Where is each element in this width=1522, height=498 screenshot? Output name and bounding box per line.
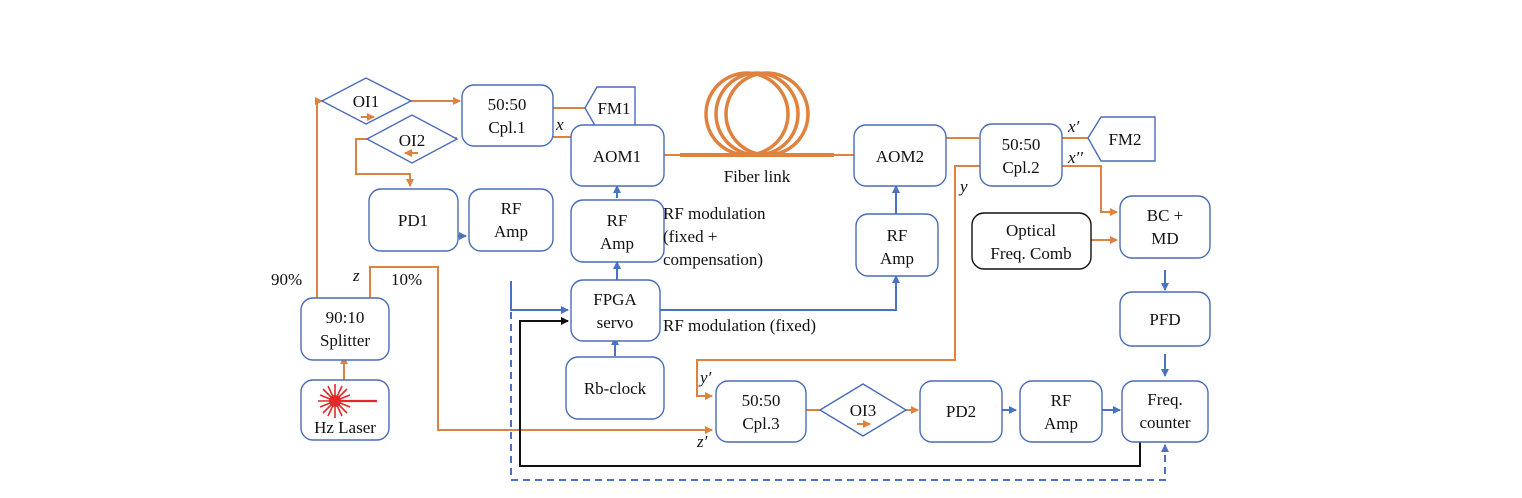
port-z-prime-label: z′ (696, 432, 708, 451)
path-cpl2-to-cpl3 (696, 165, 980, 400)
coupler-2-ratio: 50:50 (1002, 135, 1041, 154)
port-y-label: y (958, 177, 968, 196)
comb-line2: Freq. Comb (990, 244, 1071, 263)
photodetector-1[interactable]: PD1 (368, 188, 459, 252)
port-x-label: x (555, 115, 564, 134)
port-x-dprime-label: x′′ (1067, 148, 1083, 167)
rf-amp-4-line2: Amp (1044, 414, 1078, 433)
rf-amp-1-line1: RF (501, 199, 522, 218)
aom1[interactable]: AOM1 (570, 124, 665, 187)
pfd-label: PFD (1149, 310, 1180, 329)
fpga-line2: servo (597, 313, 634, 332)
counter-line1: Freq. (1147, 390, 1182, 409)
rf-amp-3-line1: RF (887, 226, 908, 245)
port-z-label: z (352, 266, 360, 285)
rf-amp-3[interactable]: RF Amp (855, 213, 939, 277)
path-splitter-to-cpl3 (369, 266, 713, 434)
rf-amp-2[interactable]: RF Amp (570, 199, 665, 263)
coupler-1-ratio: 50:50 (488, 95, 527, 114)
port-x-prime-label: x′ (1067, 117, 1080, 136)
laser-burst-icon (318, 384, 377, 418)
fpga-servo[interactable]: FPGA servo (570, 279, 661, 342)
split-90-label: 90% (271, 270, 302, 289)
path-splitter-to-oi1 (315, 97, 323, 298)
optical-paths (315, 71, 1118, 434)
rf-amp-1[interactable]: RF Amp (468, 188, 554, 252)
oi1-isolator[interactable]: OI1 (320, 77, 413, 125)
oi3-isolator[interactable]: OI3 (818, 383, 908, 437)
pfd[interactable]: PFD (1119, 291, 1211, 347)
aom2[interactable]: AOM2 (853, 124, 947, 187)
coupler-1[interactable]: 50:50 Cpl.1 (461, 84, 554, 147)
hz-laser[interactable]: Hz Laser (300, 379, 390, 441)
path-oi2-to-pd1 (355, 138, 414, 187)
splitter-ratio: 90:10 (326, 308, 365, 327)
splitter-name: Splitter (320, 331, 370, 350)
rf-amp-2-line1: RF (607, 211, 628, 230)
rf-amp-1-line2: Amp (494, 222, 528, 241)
rf-mod-comp-line3: compensation) (663, 250, 763, 269)
oi3-label: OI3 (850, 401, 876, 420)
oi2-isolator[interactable]: OI2 (365, 114, 459, 164)
coupler-2-name: Cpl.2 (1002, 158, 1039, 177)
counter-line2: counter (1140, 413, 1191, 432)
splitter-90-10[interactable]: 90:10 Splitter (300, 297, 390, 361)
oi2-label: OI2 (399, 131, 425, 150)
path-cpl2-to-bcmd (1062, 165, 1118, 216)
comb-line1: Optical (1006, 221, 1056, 240)
fpga-line1: FPGA (593, 290, 637, 309)
rf-amp-2-line2: Amp (600, 234, 634, 253)
aom2-label: AOM2 (876, 147, 924, 166)
bcmd-line2: MD (1151, 229, 1178, 248)
bcmd-line1: BC + (1147, 206, 1184, 225)
coupler-2[interactable]: 50:50 Cpl.2 (979, 123, 1063, 187)
pd2-label: PD2 (946, 402, 976, 421)
port-y-prime-label: y′ (698, 368, 712, 387)
oi1-label: OI1 (353, 92, 379, 111)
path-counter-to-fpga-feedback (519, 317, 1141, 467)
rf-mod-fixed-label: RF modulation (fixed) (663, 316, 816, 335)
path-rfamp-to-fpga (510, 281, 569, 314)
frequency-counter[interactable]: Freq. counter (1121, 380, 1209, 443)
faraday-mirror-2[interactable]: FM2 (1087, 116, 1156, 162)
rf-amp-4-line1: RF (1051, 391, 1072, 410)
optical-frequency-comb[interactable]: Optical Freq. Comb (971, 212, 1092, 270)
coupler-3-name: Cpl.3 (742, 414, 779, 433)
split-10-label: 10% (391, 270, 422, 289)
aom1-label: AOM1 (593, 147, 641, 166)
fiber-link-label: Fiber link (724, 167, 791, 186)
rf-mod-comp-line1: RF modulation (663, 204, 766, 223)
rf-amp-3-line2: Amp (880, 249, 914, 268)
electrical-paths (458, 185, 1169, 481)
coupler-3-ratio: 50:50 (742, 391, 781, 410)
fm2-label: FM2 (1108, 130, 1141, 149)
fm1-label: FM1 (597, 99, 630, 118)
rb-clock-label: Rb-clock (584, 379, 647, 398)
bc-md[interactable]: BC + MD (1119, 195, 1211, 259)
path-fpga-to-rfamp-remote (660, 275, 900, 311)
fiber-coil-icon (704, 71, 810, 157)
rf-mod-comp-line2: (fixed + (663, 227, 717, 246)
laser-label: Hz Laser (314, 418, 376, 437)
path-dashed-reference (510, 312, 1169, 481)
photodetector-2[interactable]: PD2 (919, 380, 1003, 443)
rf-amp-4[interactable]: RF Amp (1019, 380, 1103, 443)
coupler-3[interactable]: 50:50 Cpl.3 (715, 380, 807, 443)
pd1-label: PD1 (398, 211, 428, 230)
coupler-1-name: Cpl.1 (488, 118, 525, 137)
rb-clock[interactable]: Rb-clock (565, 356, 665, 420)
faraday-mirror-1[interactable]: FM1 (584, 86, 636, 130)
